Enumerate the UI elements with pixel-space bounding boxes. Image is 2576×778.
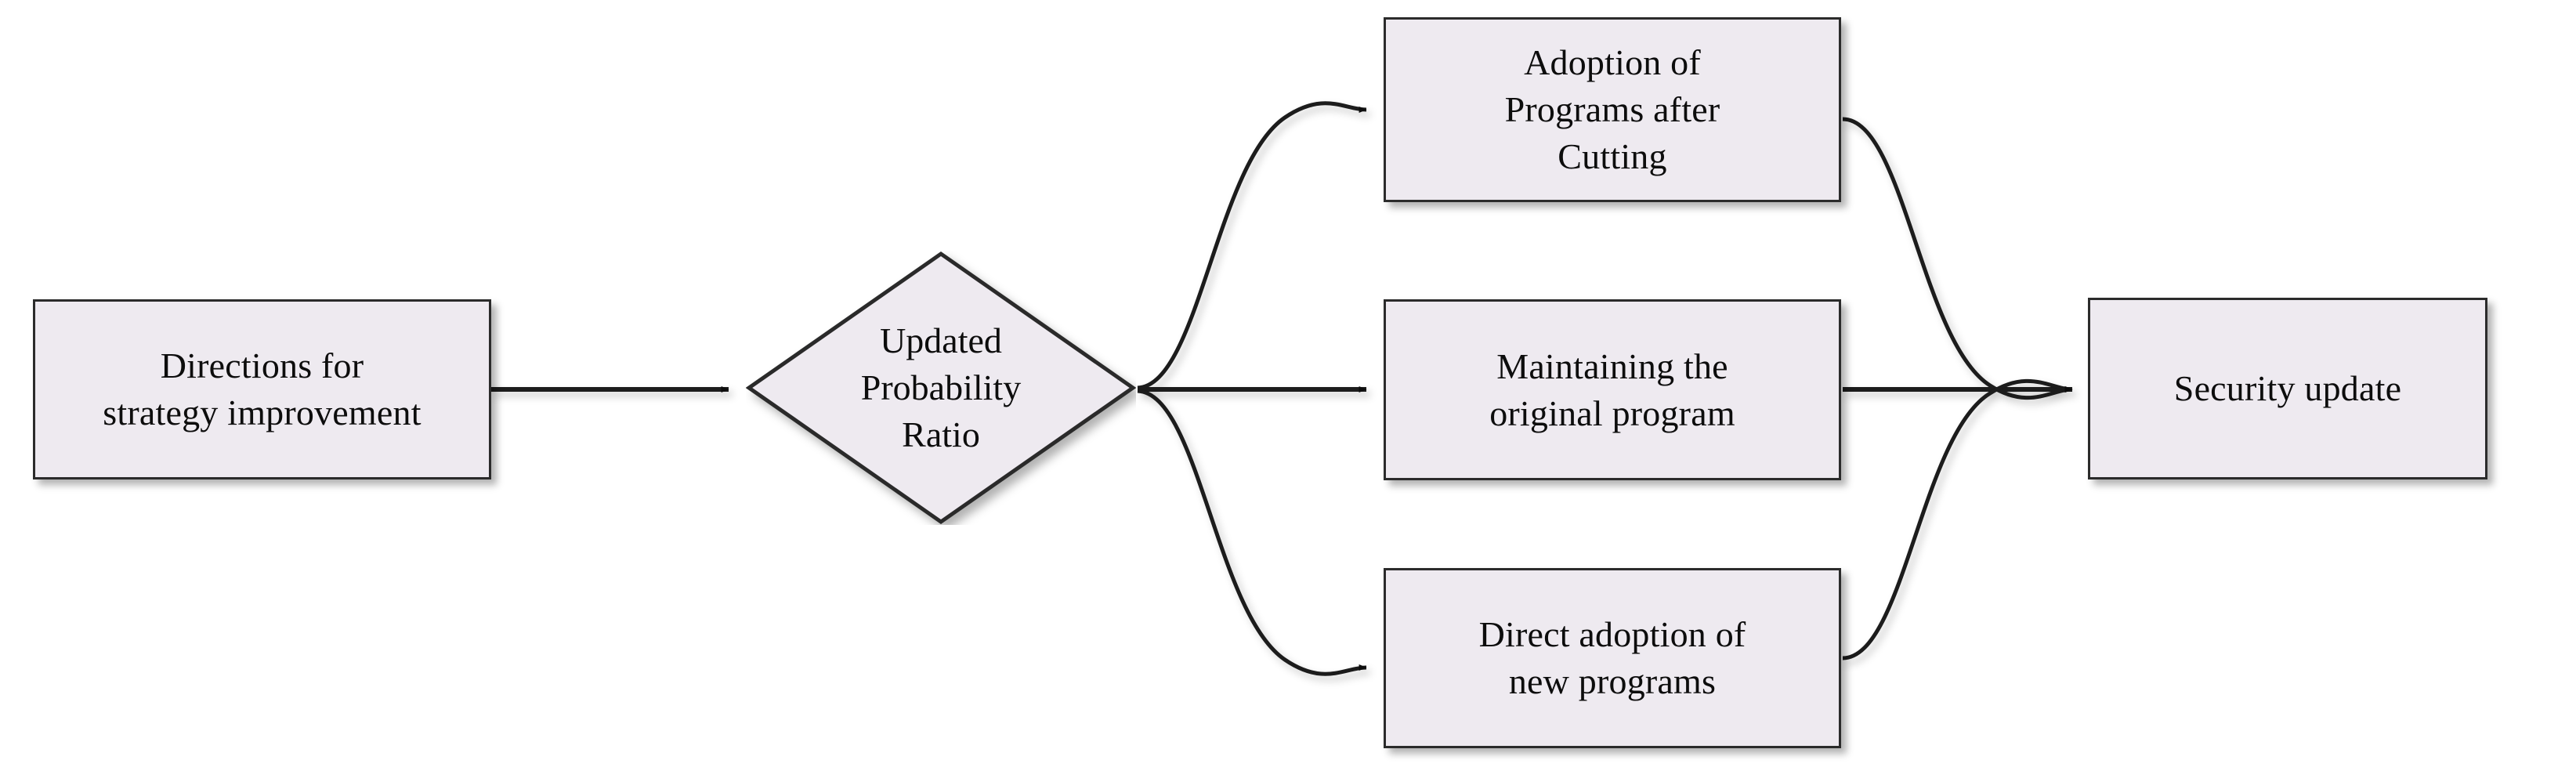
- node-branch-bottom-label: Direct adoption of new programs: [1478, 614, 1746, 701]
- node-decision[interactable]: Updated Probability Ratio: [746, 251, 1136, 525]
- node-start-label: Directions for strategy improvement: [103, 346, 421, 432]
- node-end[interactable]: Security update: [2088, 298, 2487, 479]
- diamond-shape-icon: [746, 251, 1136, 525]
- edge-branch-bottom-to-end: [1842, 378, 2073, 660]
- node-branch-top-label: Adoption of Programs after Cutting: [1504, 42, 1720, 176]
- node-start[interactable]: Directions for strategy improvement: [33, 299, 491, 479]
- node-decision-label: Updated Probability Ratio: [860, 320, 1022, 454]
- node-branch-middle-label: Maintaining the original program: [1489, 346, 1735, 433]
- node-end-label: Security update: [2173, 368, 2402, 409]
- node-branch-top[interactable]: Adoption of Programs after Cutting: [1384, 17, 1841, 202]
- edge-branch-top-to-end: [1842, 117, 2073, 400]
- edge-decision-to-branch-bottom: [1137, 389, 1367, 676]
- edge-decision-to-branch-top: [1137, 101, 1367, 390]
- node-branch-bottom[interactable]: Direct adoption of new programs: [1384, 568, 1841, 748]
- node-branch-middle[interactable]: Maintaining the original program: [1384, 299, 1841, 480]
